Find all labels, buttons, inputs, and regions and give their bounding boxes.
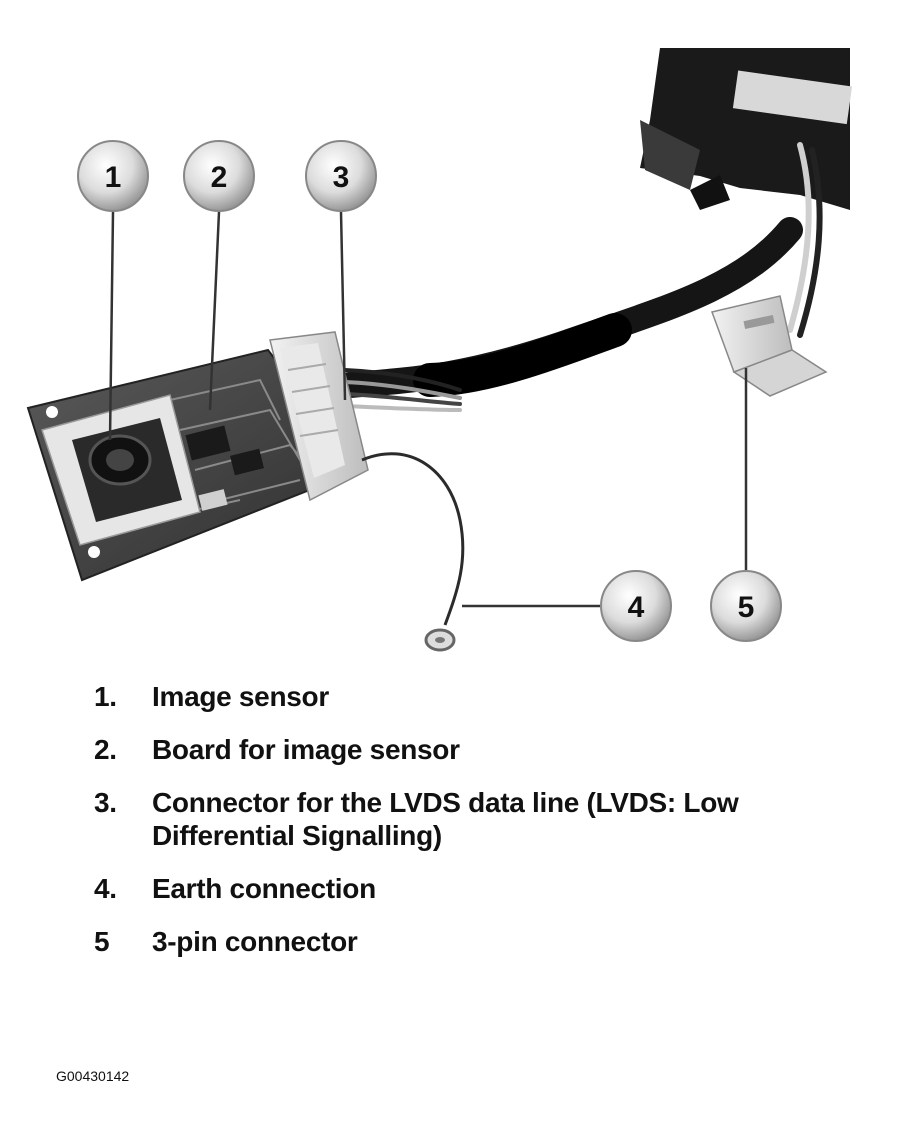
- callout-1: 1: [77, 140, 149, 212]
- legend-item: 3. Connector for the LVDS data line (LVD…: [94, 786, 874, 852]
- legend-text: Earth connection: [152, 873, 376, 904]
- callout-number: 2: [211, 161, 228, 194]
- legend-item: 2. Board for image sensor: [94, 733, 874, 766]
- leader-line-2: [208, 211, 221, 411]
- legend-text: Image sensor: [152, 681, 329, 712]
- legend-item: 4. Earth connection: [94, 872, 874, 905]
- leader-line-1: [108, 211, 115, 441]
- callout-number: 3: [333, 161, 350, 194]
- three-pin-connector: [711, 295, 828, 397]
- callout-number: 1: [105, 161, 122, 194]
- callout-number: 5: [738, 591, 755, 624]
- callout-3: 3: [305, 140, 377, 212]
- cable-harness: [337, 142, 823, 412]
- figure-id: G00430142: [56, 1068, 130, 1084]
- legend-number: 5: [94, 926, 110, 957]
- earth-wire: [361, 452, 465, 652]
- callout-number: 4: [628, 591, 645, 624]
- leader-line-3: [339, 211, 347, 401]
- legend-number: 2.: [94, 734, 117, 765]
- legend-list: 1. Image sensor 2. Board for image senso…: [94, 680, 874, 978]
- legend-text: 3-pin connector: [152, 926, 358, 957]
- camera-module-illustration: 1 2 3 4 5: [26, 48, 853, 652]
- legend-number: 4.: [94, 873, 117, 904]
- callout-2: 2: [183, 140, 255, 212]
- callout-5: 5: [710, 570, 782, 642]
- image-sensor: [41, 394, 201, 546]
- callout-leader-lines: [108, 211, 748, 608]
- legend-text: Connector for the LVDS data line (LVDS: …: [152, 787, 739, 851]
- legend-item: 1. Image sensor: [94, 680, 874, 713]
- callout-4: 4: [600, 570, 672, 642]
- legend-item: 5 3-pin connector: [94, 925, 874, 958]
- legend-number: 1.: [94, 681, 117, 712]
- legend-text: Board for image sensor: [152, 734, 460, 765]
- legend-number: 3.: [94, 787, 117, 818]
- camera-housing: [640, 48, 853, 210]
